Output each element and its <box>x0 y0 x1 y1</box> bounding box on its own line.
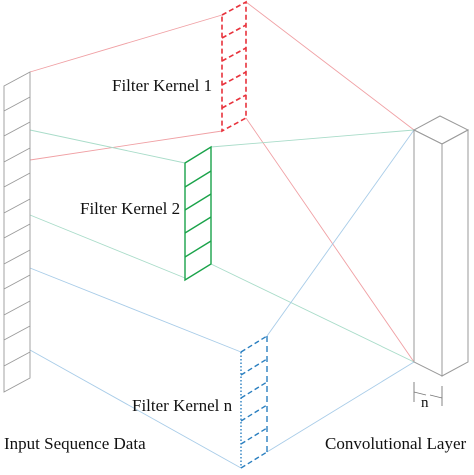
kernel-2-projection-lines <box>29 129 415 363</box>
conv-layer-label: Convolutional Layer <box>325 434 467 453</box>
filter-kernel-n-label: Filter Kernel n <box>132 396 233 415</box>
convolutional-layer-box <box>412 115 470 377</box>
filter-kernel-n <box>240 335 268 469</box>
filter-kernel-2-label: Filter Kernel 2 <box>80 199 180 218</box>
filter-kernel-2 <box>184 145 212 282</box>
input-sequence-label: Input Sequence Data <box>4 434 146 453</box>
n-dimension-marker <box>413 382 443 406</box>
filter-kernel-1-label: Filter Kernel 1 <box>112 76 212 95</box>
filter-kernel-1 <box>221 0 247 133</box>
input-sequence-strip <box>3 71 31 393</box>
kernel-1-projection-lines <box>29 1 415 363</box>
kernel-n-projection-lines <box>29 129 415 469</box>
n-label: n <box>421 395 429 411</box>
